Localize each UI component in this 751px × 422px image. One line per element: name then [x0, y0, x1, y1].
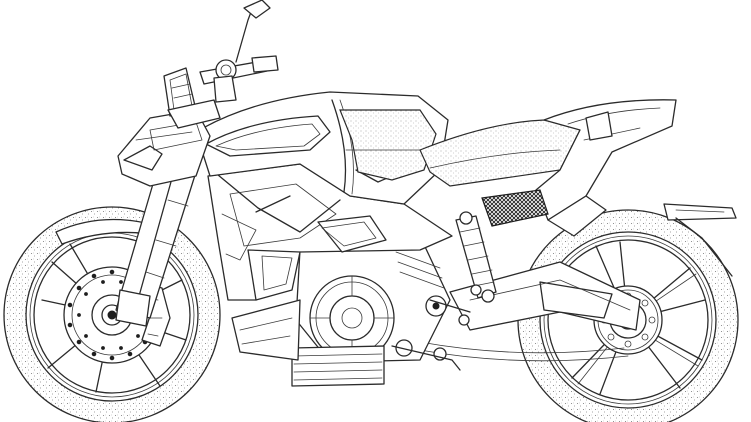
tail-section: [535, 99, 737, 277]
fuel-tank: [195, 91, 449, 205]
headlight: [117, 109, 211, 187]
rear-shock: [455, 211, 497, 303]
handlebar: [167, 0, 279, 129]
footpeg-linkage: [391, 284, 482, 371]
side-body-panels: [207, 163, 453, 301]
electric-motor: [231, 235, 451, 387]
front-wheel: [3, 206, 221, 422]
front-fork: [115, 159, 197, 327]
mesh-side-panel: [481, 189, 549, 227]
